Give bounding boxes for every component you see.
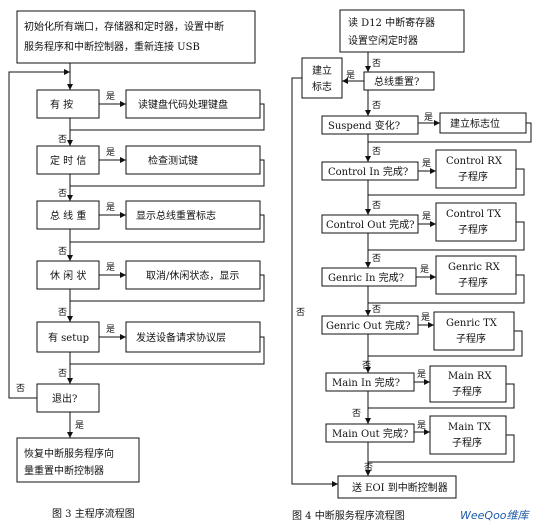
init-line-1: 初始化所有端口，存储器和定时器，设置中断 — [24, 20, 224, 33]
no-label-4: 否 — [58, 307, 67, 318]
main-program-flowchart — [8, 10, 265, 483]
bus-reset-label: 总线重置? — [374, 75, 419, 88]
no-label-1: 否 — [58, 134, 67, 145]
genric-out-label: Genric Out 完成? — [326, 319, 410, 332]
isr-yes-3: 是 — [422, 158, 431, 169]
isr-text: 读 D12 中断寄存器 设置空闲定时器 建立 标志 总线重置? Suspend … — [292, 16, 503, 522]
isr-end-box — [337, 475, 457, 499]
isr-yes-bus: 是 — [346, 70, 355, 81]
genric-tx-line-1: Genric TX — [446, 318, 498, 329]
check-label-2: 定 时 信 — [50, 154, 86, 167]
yes-label-2: 是 — [106, 147, 115, 158]
isr-start-box — [339, 9, 465, 53]
action-label-2: 检查测试键 — [148, 154, 198, 167]
no-label-exit: 否 — [16, 383, 25, 394]
isr-yes-4: 是 — [422, 211, 431, 222]
isr-yes-5: 是 — [420, 264, 429, 275]
isr-no-7: 否 — [362, 360, 371, 371]
control-in-label: Control In 完成? — [328, 165, 408, 178]
main-rx-line-1: Main RX — [448, 371, 493, 382]
control-rx-line-1: Control RX — [446, 156, 503, 167]
control-tx-line-2: 子程序 — [458, 223, 488, 236]
action-label-1: 读键盘代码处理键盘 — [138, 98, 228, 111]
restore-line-2: 量重置中断控制器 — [24, 464, 104, 477]
check-label-1: 有 按 — [50, 98, 73, 111]
watermark-logo: WeeQoo维库 — [460, 509, 531, 522]
genric-rx-line-2: 子程序 — [458, 276, 488, 289]
suspend-action-label: 建立标志位 — [450, 117, 500, 130]
isr-no-4: 否 — [372, 200, 381, 211]
genric-rx-line-1: Genric RX — [448, 262, 501, 273]
action-label-3: 显示总线重置标志 — [136, 209, 216, 222]
exit-label: 退出? — [52, 392, 77, 405]
genric-tx-line-2: 子程序 — [456, 332, 486, 345]
set-flag-line-2: 标志 — [312, 80, 332, 93]
isr-yes-8: 是 — [417, 420, 426, 431]
yes-label-1: 是 — [106, 91, 115, 102]
check-label-5: 有 setup — [48, 331, 89, 344]
restore-line-1: 恢复中断服务程序向 — [24, 447, 114, 460]
yes-label-3: 是 — [106, 202, 115, 213]
isr-no-6: 否 — [372, 304, 381, 315]
yes-label-exit: 是 — [75, 420, 84, 431]
isr-yes-7: 是 — [417, 369, 426, 380]
suspend-label: Suspend 变化? — [328, 119, 400, 132]
main-out-label: Main Out 完成? — [332, 427, 408, 440]
caption-fig3: 图 3 主程序流程图 — [52, 507, 135, 520]
init-box — [16, 10, 256, 64]
isr-start-line-2: 设置空闲定时器 — [348, 34, 418, 47]
yes-label-5: 是 — [106, 324, 115, 335]
suspend-decision — [321, 115, 419, 135]
isr-no-8: 否 — [352, 408, 361, 419]
control-rx-line-2: 子程序 — [458, 170, 488, 183]
isr-no-2: 否 — [372, 100, 381, 111]
isr-no-3: 否 — [372, 146, 381, 157]
isr-no-side: 否 — [296, 307, 305, 318]
control-tx-line-1: Control TX — [446, 209, 502, 220]
watermark-text: WeeQoo维库 — [460, 509, 531, 522]
main-rx-line-2: 子程序 — [452, 385, 482, 398]
main-program-text: 初始化所有端口，存储器和定时器，设置中断 服务程序和中断控制器，重新连接 USB… — [16, 20, 239, 520]
isr-no-9: 否 — [364, 462, 373, 473]
main-out-decision — [325, 423, 415, 443]
isr-start-line-1: 读 D12 中断寄存器 — [348, 16, 435, 29]
action-label-4: 取消/休闲状态，显示 — [146, 269, 239, 282]
control-out-label: Control Out 完成? — [326, 218, 415, 231]
caption-fig4: 图 4 中断服务程序流程图 — [292, 509, 405, 522]
yes-label-4: 是 — [106, 262, 115, 273]
init-line-2: 服务程序和中断控制器，重新连接 USB — [24, 40, 200, 53]
isr-yes-2: 是 — [424, 112, 433, 123]
main-tx-line-1: Main TX — [448, 422, 492, 433]
action-label-5: 发送设备请求协议层 — [136, 331, 226, 344]
check-label-4: 休 闲 状 — [50, 269, 86, 282]
isr-flowchart — [291, 9, 532, 499]
main-tx-line-2: 子程序 — [452, 436, 482, 449]
no-label-5: 否 — [58, 368, 67, 379]
genric-in-label: Genric In 完成? — [328, 271, 404, 284]
check-label-3: 总 线 重 — [50, 209, 86, 222]
set-flag-line-1: 建立 — [312, 64, 332, 77]
isr-no-1: 否 — [372, 58, 381, 69]
isr-yes-6: 是 — [421, 312, 430, 323]
restore-box — [16, 437, 140, 483]
isr-no-5: 否 — [372, 253, 381, 264]
no-label-3: 否 — [58, 246, 67, 257]
main-in-label: Main In 完成? — [332, 376, 400, 389]
no-label-2: 否 — [58, 188, 67, 199]
isr-end-label: 送 EOI 到中断控制器 — [352, 481, 448, 494]
